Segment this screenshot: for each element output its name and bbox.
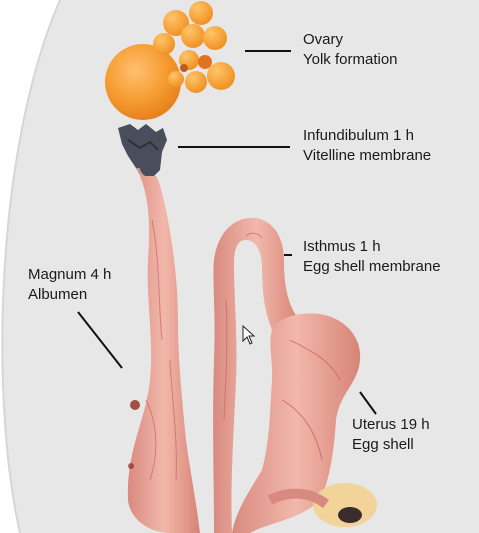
isthmus-function: Egg shell membrane [303,258,441,275]
infundibulum-name: Infundibulum 1 h [303,127,414,144]
uterus-leader-line [359,391,377,415]
uterus-tissue [232,313,361,533]
label-isthmus: Isthmus 1 h Egg shell membrane [303,237,441,277]
uterus-name: Uterus 19 h [352,416,430,433]
label-uterus: Uterus 19 h Egg shell [352,415,430,455]
magnum-tube [127,176,200,533]
infundibulum-leader-line [178,146,290,148]
isthmus-leader-line [284,254,292,256]
label-ovary: Ovary Yolk formation [303,30,398,70]
mouse-pointer-icon [242,324,256,345]
magnum-name: Magnum 4 h [28,266,112,283]
ovary-name: Ovary [303,31,344,48]
isthmus-tube [213,217,300,533]
ovary-function: Yolk formation [303,51,398,68]
label-infundibulum: Infundibulum 1 h Vitelline membrane [303,126,431,166]
magnum-leader-line [77,311,123,369]
label-magnum: Magnum 4 h Albumen [28,265,111,305]
ovary-leader-line [245,50,291,52]
uterus-function: Egg shell [352,436,414,453]
yolk-large [105,44,181,120]
ovary-yolks [105,1,235,120]
magnum-function: Albumen [28,286,88,303]
infundibulum-function: Vitelline membrane [303,147,432,164]
isthmus-name: Isthmus 1 h [303,238,381,255]
